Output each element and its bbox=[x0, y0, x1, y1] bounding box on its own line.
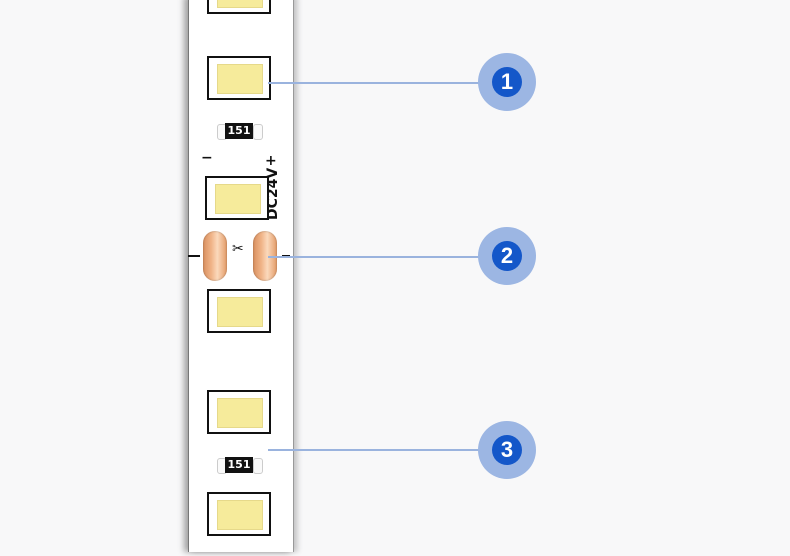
callout-line bbox=[268, 82, 482, 84]
led-emitter bbox=[217, 398, 263, 428]
led-chip bbox=[207, 0, 271, 14]
resistor: 151 bbox=[217, 123, 263, 140]
resistor-code: 151 bbox=[225, 123, 253, 139]
cut-line-tick bbox=[188, 255, 200, 257]
led-chip bbox=[207, 56, 271, 100]
led-emitter bbox=[217, 500, 263, 530]
led-emitter bbox=[217, 297, 263, 327]
callout-number: 3 bbox=[492, 435, 522, 465]
positive-marker: + bbox=[265, 153, 277, 169]
cut-line-tick bbox=[282, 255, 290, 256]
led-emitter bbox=[215, 184, 261, 214]
callout-badge-3: 3 bbox=[478, 421, 536, 479]
led-strip: 151 − DC24V + ✂ 151 bbox=[188, 0, 294, 552]
callout-number: 2 bbox=[492, 241, 522, 271]
resistor-code: 151 bbox=[225, 457, 253, 473]
callout-number: 1 bbox=[492, 67, 522, 97]
led-chip bbox=[207, 492, 271, 536]
scissors-icon: ✂ bbox=[232, 241, 244, 257]
copper-pad bbox=[203, 231, 227, 281]
led-chip bbox=[207, 289, 271, 333]
led-chip bbox=[207, 390, 271, 434]
callout-badge-1: 1 bbox=[478, 53, 536, 111]
led-emitter bbox=[217, 64, 263, 94]
resistor-terminal bbox=[253, 458, 263, 474]
callout-line bbox=[268, 256, 482, 258]
resistor-terminal bbox=[253, 124, 263, 140]
callout-line bbox=[268, 449, 482, 451]
resistor: 151 bbox=[217, 457, 263, 474]
negative-marker: − bbox=[201, 150, 213, 166]
led-chip bbox=[205, 176, 269, 220]
callout-badge-2: 2 bbox=[478, 227, 536, 285]
led-emitter bbox=[217, 0, 263, 8]
